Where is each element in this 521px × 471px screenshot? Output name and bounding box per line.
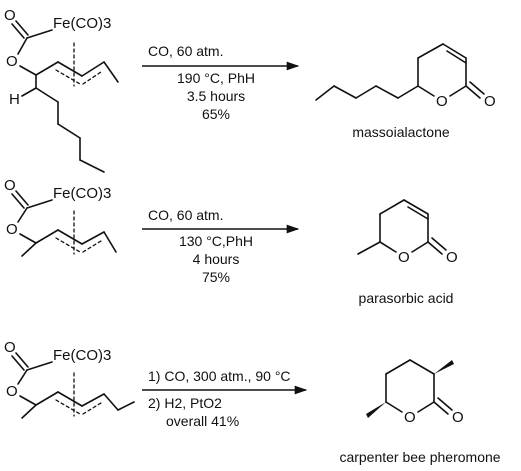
yield-label: overall 41% — [166, 413, 239, 429]
reaction-1: O Fe(CO)3 O H — [4, 7, 496, 173]
atom-o: O — [436, 93, 448, 110]
atom-o: O — [6, 221, 18, 238]
yield-label: 65% — [202, 106, 230, 122]
conditions-line: 2) H2, PtO2 — [148, 395, 222, 411]
iron-tricarbonyl-label: Fe(CO)3 — [53, 185, 111, 202]
iron-tricarbonyl-label: Fe(CO)3 — [53, 15, 111, 32]
atom-h: H — [9, 91, 20, 108]
atom-o: O — [404, 409, 416, 426]
atom-o: O — [4, 339, 16, 356]
atom-o: O — [452, 409, 464, 426]
atom-o: O — [398, 249, 410, 266]
product-2-structure: O O — [357, 199, 458, 266]
atom-o: O — [4, 7, 16, 24]
reactant-2-structure: O Fe(CO)3 O — [4, 177, 117, 257]
atom-o: O — [6, 383, 18, 400]
reactant-1-structure: O Fe(CO)3 O H — [4, 7, 119, 173]
conditions-line: CO, 60 atm. — [148, 43, 223, 59]
conditions-line: CO, 60 atm. — [148, 207, 223, 223]
product-name: parasorbic acid — [359, 290, 454, 306]
yield-label: 75% — [202, 269, 230, 285]
reactant-3-structure: O Fe(CO)3 O — [4, 339, 135, 419]
conditions-line: 3.5 hours — [187, 88, 245, 104]
reaction-3: O Fe(CO)3 O 1) CO, 300 atm., 90 °C 2) H2… — [4, 339, 501, 465]
conditions-line: 190 °C, PhH — [177, 70, 255, 86]
atom-o: O — [484, 93, 496, 110]
atom-o: O — [446, 249, 458, 266]
conditions-line: 1) CO, 300 atm., 90 °C — [148, 368, 291, 384]
iron-tricarbonyl-label: Fe(CO)3 — [53, 347, 111, 364]
reaction-2: O Fe(CO)3 O CO, 60 atm. 130 °C,PhH 4 hou… — [4, 177, 458, 306]
conditions-line: 4 hours — [193, 251, 240, 267]
product-name: massoialactone — [352, 124, 449, 140]
product-name: carpenter bee pheromone — [339, 449, 500, 465]
product-1-structure: O O — [315, 43, 496, 110]
conditions-line: 130 °C,PhH — [179, 233, 253, 249]
conditions-1: CO, 60 atm. 190 °C, PhH 3.5 hours 65% — [142, 43, 300, 122]
conditions-3: 1) CO, 300 atm., 90 °C 2) H2, PtO2 overa… — [142, 368, 308, 429]
atom-o: O — [4, 177, 16, 194]
product-3-structure: O O — [366, 359, 464, 426]
conditions-2: CO, 60 atm. 130 °C,PhH 4 hours 75% — [142, 207, 300, 285]
atom-o: O — [6, 53, 18, 70]
